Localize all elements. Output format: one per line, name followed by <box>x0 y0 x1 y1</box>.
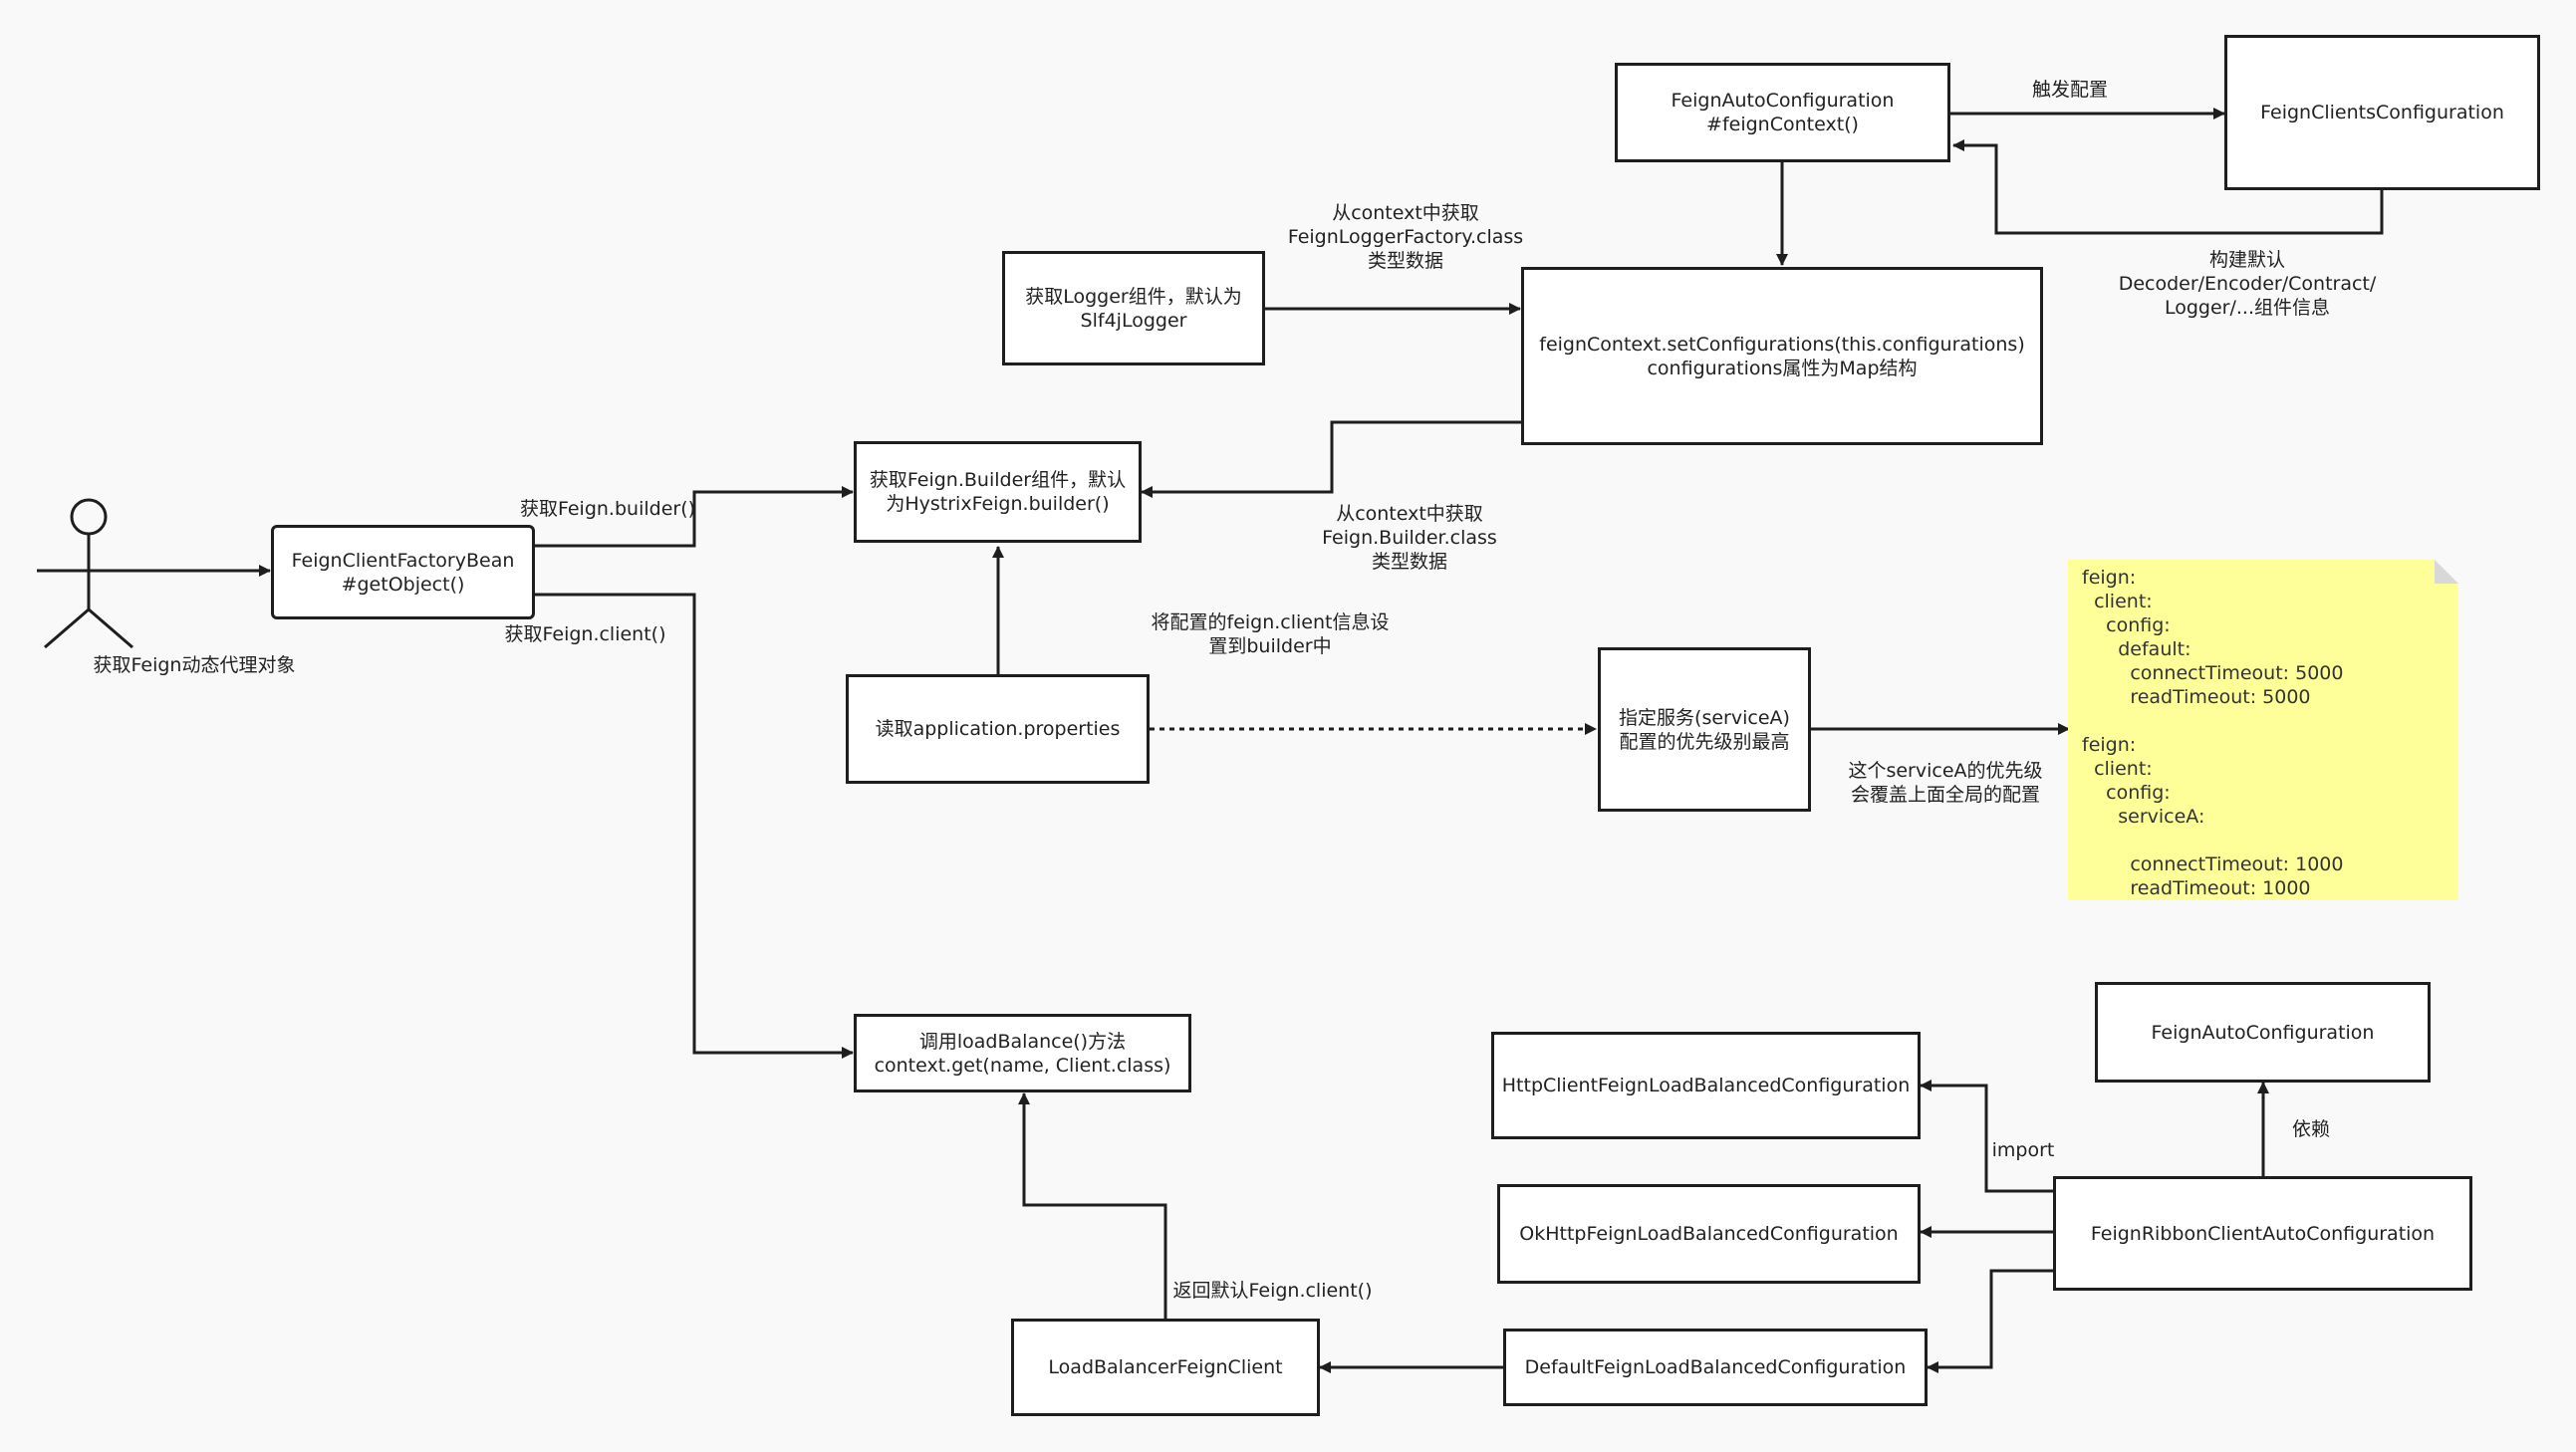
auto-config-bottom-box[interactable]: FeignAutoConfiguration <box>2095 982 2431 1083</box>
note-line: config: <box>2082 782 2171 804</box>
note-line: client: <box>2082 758 2153 780</box>
feign-context-box[interactable]: feignContext.setConfigurations(this.conf… <box>1521 267 2043 445</box>
edge-label-get-builder: 获取Feign.builder() <box>519 498 696 520</box>
default-lb-config-box[interactable]: DefaultFeignLoadBalancedConfiguration <box>1503 1329 1928 1406</box>
actor-figure <box>37 498 139 649</box>
note-line: client: <box>2082 591 2153 612</box>
note-line: connectTimeout: 1000 <box>2082 853 2344 875</box>
edge-label-build-defaults: 构建默认 Decoder/Encoder/Contract/ Logger/..… <box>2118 249 2377 319</box>
service-a-box[interactable]: 指定服务(serviceA) 配置的优先级别最高 <box>1598 647 1811 812</box>
edge-label-builder-from-context: 从context中获取 Feign.Builder.class 类型数据 <box>1322 503 1497 573</box>
note-line <box>2082 829 2445 852</box>
note-line: config: <box>2082 614 2171 636</box>
edge-label-get-client: 获取Feign.client() <box>504 623 666 645</box>
actor-label: 获取Feign动态代理对象 <box>93 654 296 676</box>
note-line: serviceA: <box>2082 806 2205 828</box>
edge-label-set-to-builder: 将配置的feign.client信息设 置到builder中 <box>1151 611 1390 657</box>
note-line: default: <box>2082 638 2191 660</box>
ribbon-auto-config-box[interactable]: FeignRibbonClientAutoConfiguration <box>2053 1176 2472 1291</box>
auto-config-top-box[interactable]: FeignAutoConfiguration #feignContext() <box>1615 63 1950 162</box>
lb-client-box[interactable]: LoadBalancerFeignClient <box>1011 1319 1320 1416</box>
edge-label-trigger-config: 触发配置 <box>2031 79 2108 101</box>
note-line: feign: <box>2082 567 2137 589</box>
config-note: feign: client: config: default: connectT… <box>2068 560 2458 900</box>
note-line: connectTimeout: 5000 <box>2082 662 2344 684</box>
edge-factory-builder <box>535 486 854 548</box>
note-line: readTimeout: 5000 <box>2082 686 2311 708</box>
read-props-box[interactable]: 读取application.properties <box>846 674 1150 784</box>
note-line: feign: <box>2082 734 2137 756</box>
builder-box[interactable]: 获取Feign.Builder组件，默认 为HystrixFeign.build… <box>854 441 1142 543</box>
clients-config-box[interactable]: FeignClientsConfiguration <box>2224 35 2540 190</box>
edge-clientsconfig-autoconfig <box>1952 139 2384 235</box>
edge-label-logger-from-context: 从context中获取 FeignLoggerFactory.class 类型数… <box>1287 202 1524 272</box>
note-fold-corner <box>2435 560 2458 584</box>
okhttp-lb-config-box[interactable]: OkHttpFeignLoadBalancedConfiguration <box>1497 1184 1921 1284</box>
edge-label-depends: 依赖 <box>2291 1118 2330 1140</box>
note-line <box>2082 709 2445 733</box>
load-balance-box[interactable]: 调用loadBalance()方法 context.get(name, Clie… <box>854 1014 1191 1092</box>
edge-ribbon-httpclient <box>1920 1080 2053 1193</box>
edge-label-return-default: 返回默认Feign.client() <box>1172 1280 1373 1302</box>
edge-factory-loadbalance <box>535 593 854 1059</box>
edge-label-override-note: 这个serviceA的优先级 会覆盖上面全局的配置 <box>1848 760 2043 806</box>
logger-box[interactable]: 获取Logger组件，默认为 Slf4jLogger <box>1002 251 1265 365</box>
factory-bean-box[interactable]: FeignClientFactoryBean #getObject() <box>271 525 535 619</box>
note-line: readTimeout: 1000 <box>2082 877 2311 899</box>
edge-context-builder <box>1141 420 1524 498</box>
httpclient-lb-config-box[interactable]: HttpClientFeignLoadBalancedConfiguration <box>1491 1032 1921 1139</box>
edge-ribbon-default <box>1927 1269 2053 1373</box>
edge-label-import: import <box>1991 1139 2055 1161</box>
edge-lbclient-loadbalance <box>1018 1092 1167 1321</box>
